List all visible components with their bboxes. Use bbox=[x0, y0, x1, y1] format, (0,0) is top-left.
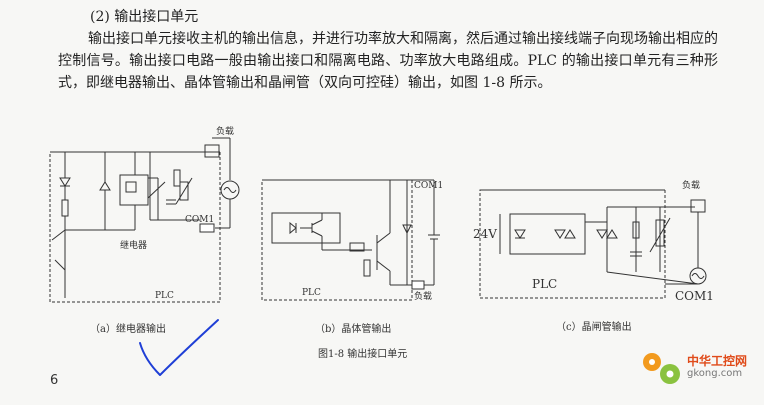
figure-caption: 图1-8 输出接口单元 bbox=[318, 349, 408, 360]
label-load-b: 负载 bbox=[414, 290, 432, 302]
watermark-title: 中华工控网 bbox=[687, 354, 748, 368]
caption-b: （b）晶体管输出 bbox=[315, 324, 392, 335]
label-com-c: COM1 bbox=[675, 289, 714, 303]
figure-b-transistor-output: COM1 PLC 负载 bbox=[261, 175, 443, 305]
caption-c: （c）晶闸管输出 bbox=[556, 322, 632, 333]
watermark-url: gkong.com bbox=[687, 368, 743, 379]
figure-c-thyristor-output: 负载 24V PLC COM1 bbox=[470, 172, 714, 307]
label-plc-c: PLC bbox=[532, 277, 557, 291]
figure-a-relay-output: 负载 COM1 继电器 PLC bbox=[40, 120, 255, 315]
label-com-a: COM1 bbox=[185, 215, 214, 225]
body-paragraph: 输出接口单元接收主机的输出信息，并进行功率放大和隔离，然后通过输出接线端子向现场… bbox=[58, 31, 718, 91]
gkong-logo bbox=[643, 353, 680, 384]
label-plc-a: PLC bbox=[155, 291, 174, 301]
label-load-a: 负载 bbox=[216, 125, 234, 137]
label-com-b: COM1 bbox=[414, 181, 443, 191]
caption-a: （a）继电器输出 bbox=[90, 324, 166, 335]
page-number: 6 bbox=[50, 373, 59, 388]
section-title: (2) 输出接口单元 bbox=[90, 9, 199, 25]
label-plc-b: PLC bbox=[302, 288, 321, 298]
check-mark-annotation bbox=[139, 319, 219, 376]
label-load-c: 负载 bbox=[682, 179, 700, 191]
label-24v: 24V bbox=[473, 227, 497, 241]
label-relay: 继电器 bbox=[120, 239, 147, 251]
